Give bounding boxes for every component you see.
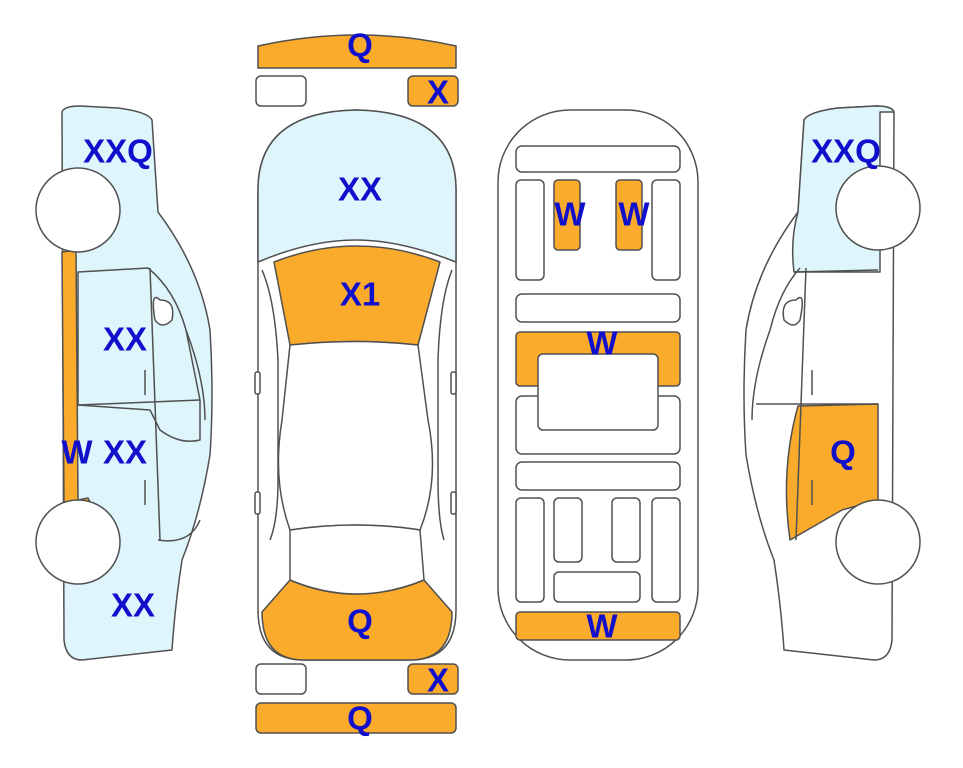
left-rear-wheel: [35, 499, 121, 585]
left-front-corner-code: XXQ: [83, 133, 153, 170]
right-rear-wheel: [835, 499, 921, 585]
left-rear-door-code: XX: [103, 434, 147, 471]
underside-front-right-rail-code: W: [618, 196, 650, 233]
underside-front-left-rail-code: W: [554, 196, 586, 233]
top-hood-code: XX: [338, 171, 382, 208]
top-rear-left-corner[interactable]: [255, 663, 307, 695]
right-front-wheel: [835, 165, 921, 251]
underside-rear-panel[interactable]: [515, 611, 681, 641]
left-front-door-code: XX: [103, 321, 147, 358]
top-front-right-corner[interactable]: [407, 75, 459, 107]
top-rear-right-corner[interactable]: [407, 663, 459, 695]
underside-rear-panel-code: W: [586, 608, 618, 645]
top-rear-right-corner-code: X: [427, 662, 449, 699]
underside-cross-member-code: W: [586, 325, 618, 362]
underside-front-left-rail[interactable]: [553, 179, 581, 251]
top-front-right-corner-code: X: [427, 74, 449, 111]
top-windshield-code: X1: [340, 276, 380, 313]
left-side-view: [35, 105, 213, 661]
right-rear-door-code: Q: [830, 434, 856, 471]
underside-front-right-rail[interactable]: [615, 179, 643, 251]
top-front-bumper[interactable]: [257, 34, 457, 69]
left-sill-code: W: [61, 434, 93, 471]
right-front-corner-code: XXQ: [811, 133, 881, 170]
right-side-view: [743, 105, 921, 661]
underside-view: [497, 109, 699, 661]
top-hood[interactable]: [257, 109, 457, 263]
left-front-wheel: [35, 167, 121, 253]
top-front-bumper-code: Q: [347, 27, 373, 64]
top-rear-bumper-code: Q: [347, 700, 373, 737]
top-trunk-code: Q: [347, 603, 373, 640]
left-rear-quarter-code: XX: [111, 587, 155, 624]
top-view: [254, 34, 459, 734]
top-front-left-corner[interactable]: [255, 75, 307, 107]
top-rear-bumper[interactable]: [255, 702, 457, 734]
